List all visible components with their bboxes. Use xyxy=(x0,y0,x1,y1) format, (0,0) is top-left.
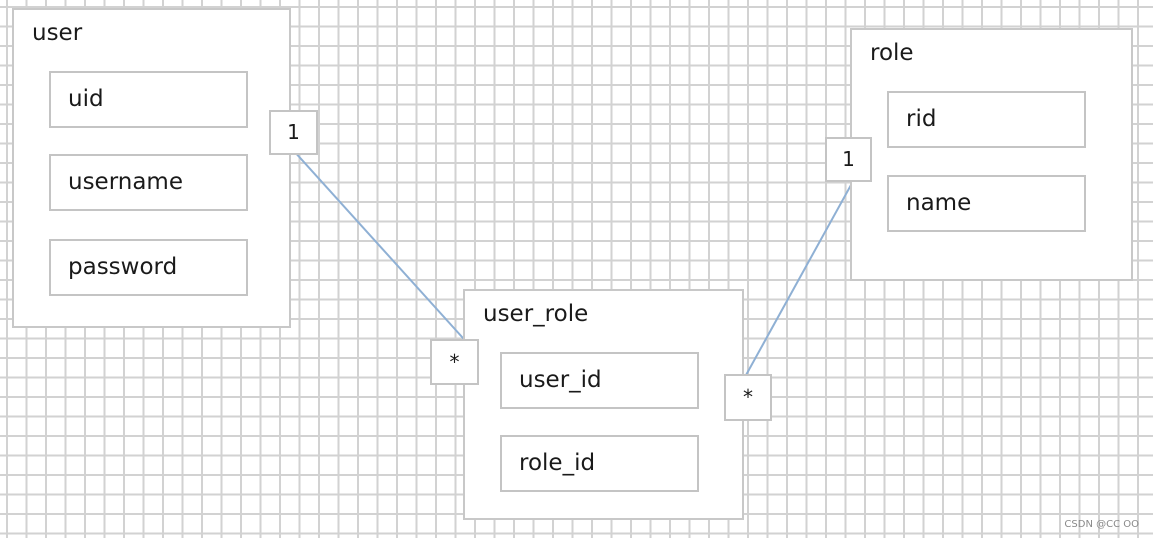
field-uid[interactable]: uid xyxy=(49,71,248,128)
entity-user-title: user xyxy=(32,20,83,46)
field-user-id[interactable]: user_id xyxy=(500,352,699,409)
entity-role-title: role xyxy=(870,40,914,66)
field-name[interactable]: name xyxy=(887,175,1086,232)
multiplicity-user-role-many-left: * xyxy=(430,339,479,385)
field-username[interactable]: username xyxy=(49,154,248,211)
field-password[interactable]: password xyxy=(49,239,248,296)
field-role-id[interactable]: role_id xyxy=(500,435,699,492)
multiplicity-role-one: 1 xyxy=(825,137,872,182)
entity-user[interactable]: user uid username password xyxy=(12,8,291,328)
field-rid[interactable]: rid xyxy=(887,91,1086,148)
entity-user-role-title: user_role xyxy=(483,301,589,327)
watermark: CSDN @CC OO xyxy=(1064,519,1139,530)
entity-user-role[interactable]: user_role user_id role_id xyxy=(463,289,744,520)
multiplicity-user-one: 1 xyxy=(269,110,318,155)
entity-role[interactable]: role rid name xyxy=(850,28,1133,281)
multiplicity-user-role-many-right: * xyxy=(724,374,772,421)
